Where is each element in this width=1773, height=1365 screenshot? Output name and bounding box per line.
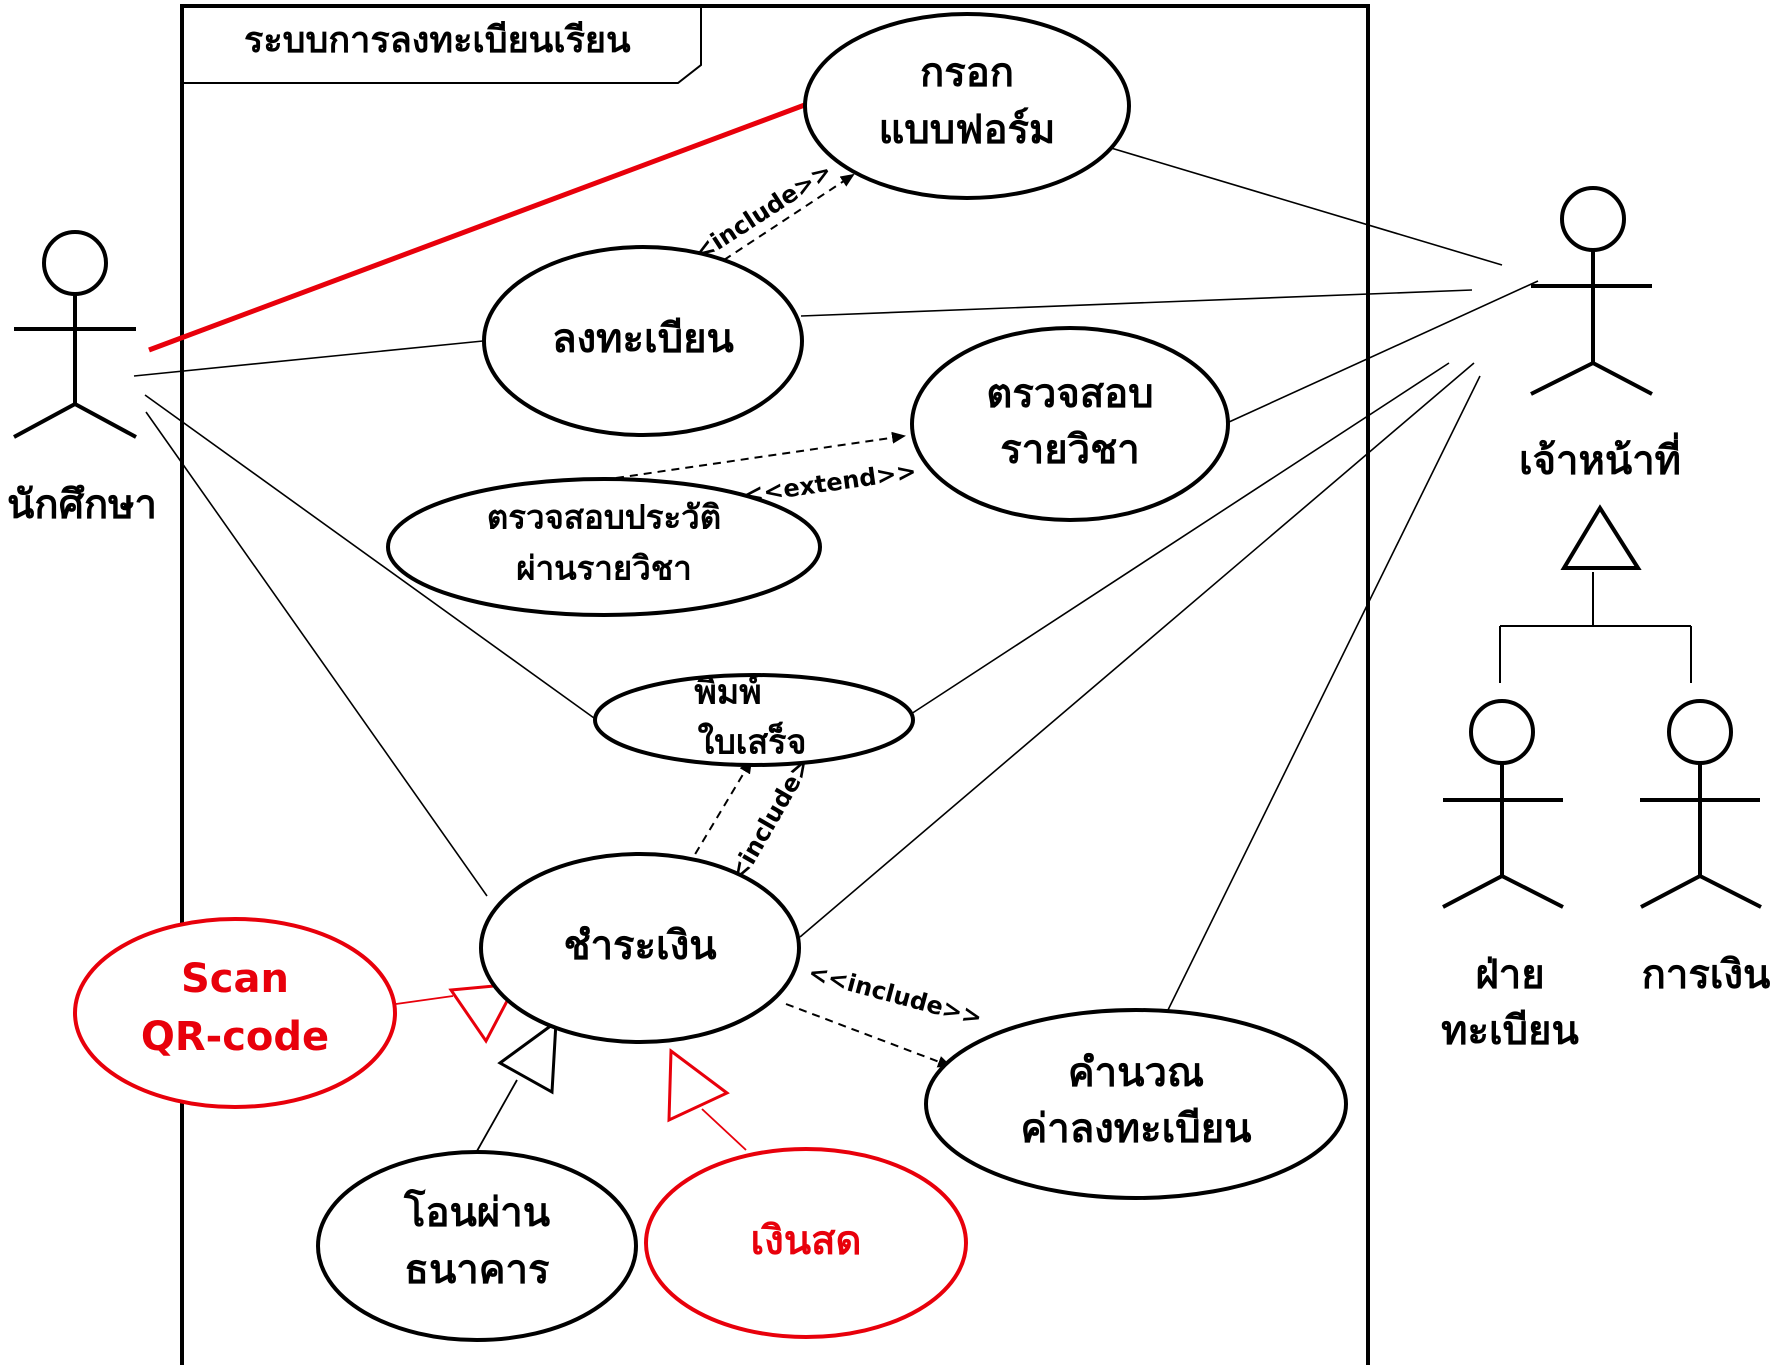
actor-staff-right-leg xyxy=(1592,361,1653,396)
use-case-check-history-line1: ตรวจสอบประวัติ xyxy=(487,498,721,537)
include-register-fillform xyxy=(723,173,855,261)
use-case-register-label: ลงทะเบียน xyxy=(552,316,734,362)
assoc-staff-register xyxy=(800,289,1473,317)
use-case-bank-transfer-line1: โอนผ่าน xyxy=(403,1189,550,1236)
actor-registrar[interactable] xyxy=(1442,699,1564,909)
actor-student-left-leg xyxy=(13,402,76,439)
actor-finance-label: การเงิน xyxy=(1642,952,1771,998)
gen-line-cash xyxy=(701,1108,747,1151)
use-case-scan-qr-line2: QR-code xyxy=(141,1014,329,1060)
use-case-fill-form-shape[interactable] xyxy=(803,12,1131,200)
gen-triangle-transfer xyxy=(497,1018,558,1095)
actor-finance-head xyxy=(1667,699,1733,765)
gen-triangle-cash xyxy=(667,1048,730,1123)
actor-generalization xyxy=(1499,504,1692,683)
actor-staff-label: เจ้าหน้าที่ xyxy=(1519,432,1681,484)
extend-history-checkcourse xyxy=(615,431,906,479)
gen-line-scanqr xyxy=(395,995,454,1005)
use-case-scan-qr-line1: Scan xyxy=(181,956,289,1002)
use-case-payment-label: ชำระเงิน xyxy=(563,923,716,969)
use-case-check-course-line2: รายวิชา xyxy=(1000,427,1139,473)
use-case-scan-qr-shape[interactable] xyxy=(73,917,397,1109)
assoc-staff-payment xyxy=(799,362,1475,938)
dependencies xyxy=(615,173,952,1068)
actor-staff-left-leg xyxy=(1530,361,1594,396)
use-case-payment[interactable]: ชำระเงิน xyxy=(479,852,801,1044)
use-case-print-receipt-shape[interactable] xyxy=(593,673,915,767)
gen-triangle-staff xyxy=(1560,504,1642,570)
assoc-student-register xyxy=(133,340,484,377)
use-case-register-shape[interactable] xyxy=(482,245,804,437)
actor-registrar-right-leg xyxy=(1501,874,1564,909)
actor-staff[interactable] xyxy=(1530,186,1653,396)
gen-line-transfer xyxy=(476,1079,518,1152)
use-case-bank-transfer-line2: ธนาคาร xyxy=(405,1247,550,1293)
actor-finance-right-leg xyxy=(1699,874,1762,909)
actor-student[interactable] xyxy=(13,230,137,439)
actor-student-label: นักศึกษา xyxy=(7,482,157,528)
use-case-check-history[interactable]: ตรวจสอบประวัติ ผ่านรายวิชา xyxy=(386,477,822,617)
assoc-student-payment xyxy=(145,411,488,897)
use-case-bank-transfer-shape[interactable] xyxy=(316,1150,638,1342)
use-case-fill-form-line1: กรอก xyxy=(920,50,1014,96)
use-case-check-course-shape[interactable] xyxy=(910,326,1230,522)
system-boundary: ระบบการลงทะเบียนเรียน xyxy=(180,4,1370,1365)
actor-registrar-line2: ทะเบียน xyxy=(1441,1008,1579,1054)
system-boundary-frame xyxy=(180,4,1370,1365)
actor-staff-head xyxy=(1560,186,1626,252)
use-case-bank-transfer[interactable]: โอนผ่าน ธนาคาร xyxy=(316,1150,638,1342)
use-case-payment-shape[interactable] xyxy=(479,852,801,1044)
use-case-scan-qr[interactable]: Scan QR-code xyxy=(73,917,397,1109)
assoc-student-fillform-highlight xyxy=(148,94,827,353)
use-case-calculate-fee[interactable]: คำนวณ ค่าลงทะเบียน xyxy=(924,1008,1348,1200)
use-case-check-course[interactable]: ตรวจสอบ รายวิชา xyxy=(910,326,1230,522)
use-case-print-receipt-line1: พิมพ์ xyxy=(694,673,761,713)
use-case-cash[interactable]: เงินสด xyxy=(644,1147,968,1339)
actor-registrar-left-leg xyxy=(1442,874,1503,909)
actor-registrar-line1: ฝ่าย xyxy=(1475,952,1544,998)
actor-finance[interactable] xyxy=(1640,699,1762,909)
assoc-staff-fillform xyxy=(1110,147,1503,266)
use-case-cash-label: เงินสด xyxy=(751,1218,862,1264)
use-case-check-history-shape[interactable] xyxy=(386,477,822,617)
use-case-calculate-fee-shape[interactable] xyxy=(924,1008,1348,1200)
include-payment-print xyxy=(687,759,753,867)
use-case-print-receipt[interactable]: พิมพ์ ใบเสร็จ xyxy=(593,673,915,767)
gen-triangle-scanqr xyxy=(448,982,519,1044)
actor-finance-left-leg xyxy=(1640,874,1701,909)
actor-registrar-head xyxy=(1469,699,1535,765)
system-title: ระบบการลงทะเบียนเรียน xyxy=(244,20,631,61)
use-case-calculate-fee-line2: ค่าลงทะเบียน xyxy=(1021,1106,1252,1152)
use-case-print-receipt-line2: ใบเสร็จ xyxy=(698,721,807,763)
include-payment-calculate xyxy=(785,1003,952,1068)
actor-student-head xyxy=(42,230,108,296)
use-case-register[interactable]: ลงทะเบียน xyxy=(482,245,804,437)
system-title-tab xyxy=(182,5,702,84)
assoc-staff-checkcourse xyxy=(1228,280,1539,423)
use-case-fill-form-line2: แบบฟอร์ม xyxy=(879,107,1056,153)
assoc-staff-print xyxy=(910,362,1450,715)
associations xyxy=(133,147,1539,1013)
use-case-check-history-line2: ผ่านรายวิชา xyxy=(516,549,691,588)
use-case-calculate-fee-line1: คำนวณ xyxy=(1068,1050,1204,1096)
payment-generalizations xyxy=(395,982,747,1152)
use-case-cash-shape[interactable] xyxy=(644,1147,968,1339)
actor-student-right-leg xyxy=(74,402,137,439)
use-case-check-course-line1: ตรวจสอบ xyxy=(986,371,1153,417)
assoc-staff-calculate xyxy=(1166,375,1481,1013)
assoc-student-print xyxy=(144,394,595,719)
use-case-fill-form[interactable]: กรอก แบบฟอร์ม xyxy=(803,12,1131,200)
